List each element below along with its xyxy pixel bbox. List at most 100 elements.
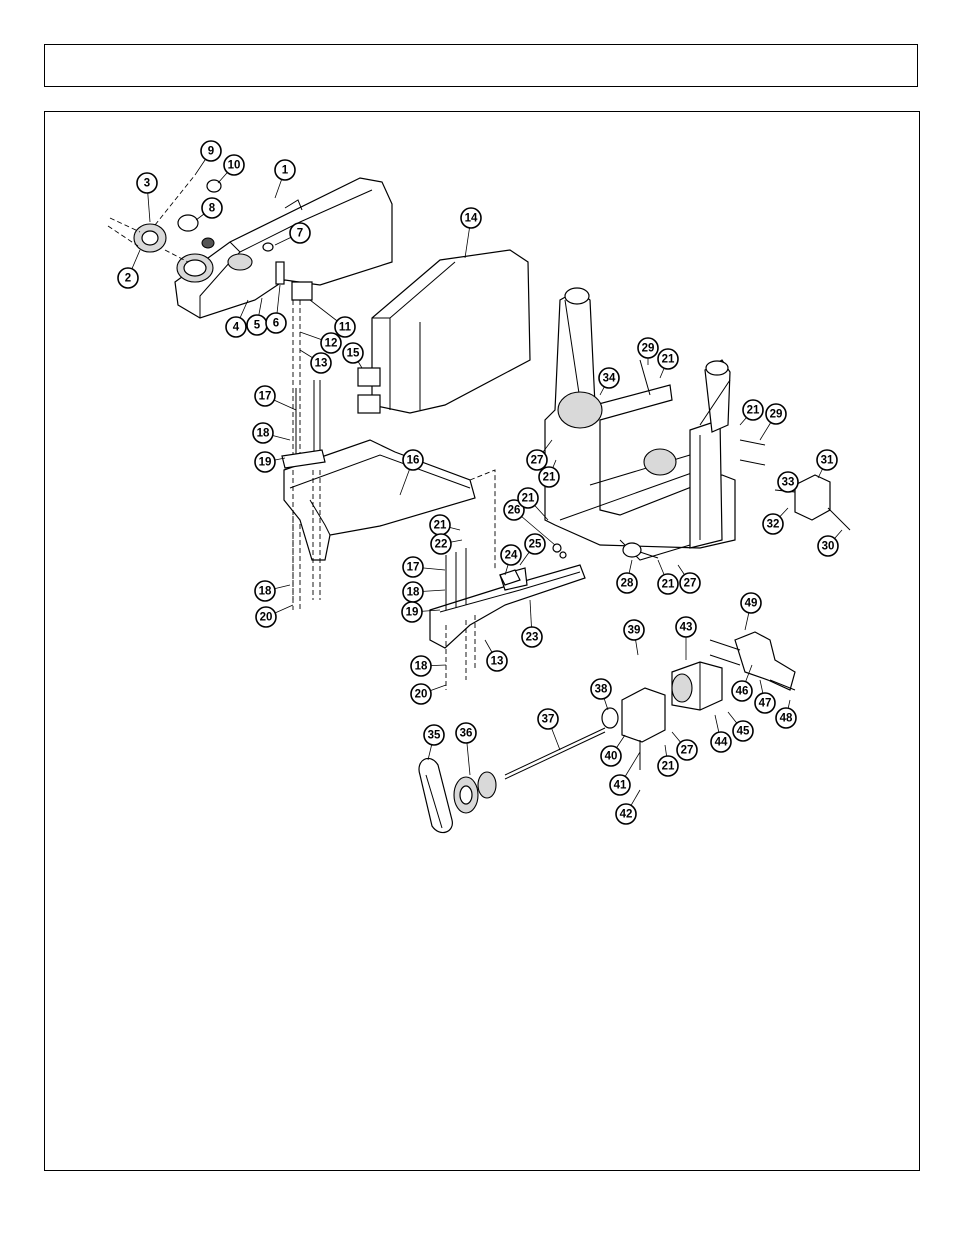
callout-21: 21 xyxy=(539,467,559,487)
callout-9: 9 xyxy=(201,141,221,161)
callout-number: 23 xyxy=(526,632,539,644)
callout-number: 21 xyxy=(662,579,675,591)
callout-23: 23 xyxy=(522,627,542,647)
callout-30: 30 xyxy=(818,536,838,556)
callout-number: 21 xyxy=(543,472,556,484)
callout-4: 4 xyxy=(226,317,246,337)
callout-number: 49 xyxy=(745,598,758,610)
callout-13: 13 xyxy=(311,353,331,373)
block-part-lower xyxy=(358,395,380,413)
callout-33: 33 xyxy=(778,472,798,492)
callout-number: 13 xyxy=(315,358,328,370)
callout-18: 18 xyxy=(411,656,431,676)
callout-20: 20 xyxy=(411,684,431,704)
callout-27: 27 xyxy=(680,573,700,593)
callout-number: 47 xyxy=(759,698,772,710)
callout-number: 41 xyxy=(614,780,627,792)
callout-6: 6 xyxy=(266,313,286,333)
callout-number: 21 xyxy=(747,405,760,417)
cover-part xyxy=(372,250,530,413)
callout-48: 48 xyxy=(776,708,796,728)
bracket-part xyxy=(292,282,312,300)
callout-19: 19 xyxy=(255,452,275,472)
callout-44: 44 xyxy=(711,732,731,752)
callout-37: 37 xyxy=(538,709,558,729)
callout-31: 31 xyxy=(817,450,837,470)
cap-part xyxy=(108,218,188,262)
callout-number: 6 xyxy=(273,318,279,330)
block-part xyxy=(358,368,380,386)
pin-part xyxy=(623,543,641,557)
callout-number: 20 xyxy=(415,689,428,701)
callout-number: 16 xyxy=(407,455,420,467)
callout-3: 3 xyxy=(137,173,157,193)
callout-number: 15 xyxy=(347,348,360,360)
callout-number: 27 xyxy=(681,745,694,757)
callout-number: 32 xyxy=(767,519,780,531)
shaft-part xyxy=(505,728,605,775)
callout-46: 46 xyxy=(732,681,752,701)
callout-number: 39 xyxy=(628,625,641,637)
callout-18: 18 xyxy=(255,581,275,601)
callout-29: 29 xyxy=(638,338,658,358)
callout-number: 7 xyxy=(297,228,303,240)
callout-38: 38 xyxy=(591,679,611,699)
callout-27: 27 xyxy=(527,450,547,470)
callout-21: 21 xyxy=(518,488,538,508)
callout-12: 12 xyxy=(321,333,341,353)
callout-25: 25 xyxy=(525,534,545,554)
callout-36: 36 xyxy=(456,723,476,743)
callout-21: 21 xyxy=(658,349,678,369)
callout-number: 9 xyxy=(208,146,214,158)
callout-number: 28 xyxy=(621,578,634,590)
callout-number: 25 xyxy=(529,539,542,551)
callout-49: 49 xyxy=(741,593,761,613)
callout-47: 47 xyxy=(755,693,775,713)
callout-number: 18 xyxy=(407,587,420,599)
callout-number: 27 xyxy=(684,578,697,590)
belt-part xyxy=(419,758,452,832)
callout-number: 38 xyxy=(595,684,608,696)
callout-7: 7 xyxy=(290,223,310,243)
callout-21: 21 xyxy=(658,574,678,594)
callout-number: 48 xyxy=(780,713,793,725)
callout-17: 17 xyxy=(255,386,275,406)
callout-34: 34 xyxy=(599,368,619,388)
gearbox-part xyxy=(622,688,665,742)
callout-35: 35 xyxy=(424,725,444,745)
callout-number: 40 xyxy=(605,751,618,763)
motor-part xyxy=(672,662,722,710)
callout-2: 2 xyxy=(118,268,138,288)
callout-number: 17 xyxy=(407,562,420,574)
callout-number: 21 xyxy=(522,493,535,505)
callout-16: 16 xyxy=(403,450,423,470)
callout-number: 5 xyxy=(254,320,261,332)
callout-number: 14 xyxy=(465,213,478,225)
callout-number: 18 xyxy=(415,661,428,673)
callout-number: 21 xyxy=(662,354,675,366)
callout-number: 13 xyxy=(491,656,504,668)
callout-number: 8 xyxy=(209,203,216,215)
callout-19: 19 xyxy=(402,602,422,622)
clamp-part xyxy=(276,262,284,284)
callout-27: 27 xyxy=(677,740,697,760)
callout-18: 18 xyxy=(253,423,273,443)
callout-10: 10 xyxy=(224,155,244,175)
callout-number: 20 xyxy=(260,612,273,624)
callout-number: 21 xyxy=(662,761,675,773)
callout-22: 22 xyxy=(431,534,451,554)
pulley-part xyxy=(454,772,496,813)
callout-number: 31 xyxy=(821,455,834,467)
callout-number: 19 xyxy=(406,607,419,619)
callout-21: 21 xyxy=(743,400,763,420)
callout-number: 33 xyxy=(782,477,795,489)
callout-39: 39 xyxy=(624,620,644,640)
callout-number: 29 xyxy=(642,343,655,355)
plug-part xyxy=(178,215,198,231)
callout-15: 15 xyxy=(343,343,363,363)
callout-21: 21 xyxy=(430,515,450,535)
callout-number: 24 xyxy=(505,550,518,562)
bushing-part xyxy=(602,708,618,728)
callout-number: 19 xyxy=(259,457,272,469)
